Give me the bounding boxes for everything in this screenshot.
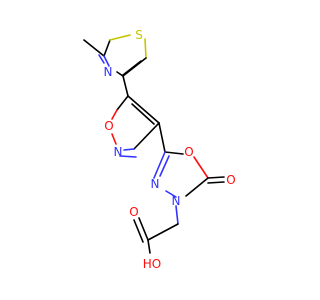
bond-n3-c2-ox-double [159,155,170,177]
bond-n3-c2-ox [153,151,166,179]
atom-o-acid-carbonyl: O [129,205,138,219]
atom-s-thiazole: S [135,28,143,42]
bond-c2-s-left [103,39,111,57]
bond-c5-c4-isox-double [131,103,155,125]
molecule-structure: S N O N O N N O O HO [83,28,236,271]
bond-c5-c4-isox [127,95,160,124]
bond-cooh-o-double [133,219,144,243]
bond-s-c5 [144,38,147,59]
atom-oh-acid: HO [143,257,161,271]
bond-o-isox-partial [111,109,118,120]
bond-c5-o-isox [116,95,129,111]
bond-c4-n [116,71,124,77]
atom-o-oxadiazole: O [184,145,193,159]
bond-cooh-o [138,217,149,241]
bond-n-c3-isox [123,148,135,151]
bond-n-c2 [103,55,110,67]
bond-c5-carbonyl-double [207,181,225,184]
bond-n-c3-isox-double [119,155,137,158]
bond-c5-carbonyl [207,176,225,179]
atom-n-oxadiazole-amide: N [172,194,181,208]
bond-c5-c4-double [122,60,142,76]
bond-n-ch2 [175,205,179,225]
bond-o-n-isox [111,133,117,145]
bond-c2-o-ox [164,151,184,155]
atom-o-carbonyl: O [226,173,235,187]
bond-c2-s-right [109,34,131,41]
bond-isoxazole-oxadiazole [158,122,166,153]
bond-o-c5-ox [193,156,209,179]
bond-thiazole-isoxazole [122,75,129,97]
acetic-acid-chain [133,205,179,254]
atom-n-oxadiazole-imine: N [151,177,160,191]
bond-n-c2-double [98,54,105,64]
atom-n-isoxazole: N [114,145,123,159]
isoxazole-ring [111,95,160,158]
bond-ch2-cooh [147,223,179,241]
bond-n4-n3-ox [165,190,177,198]
bond-cooh-oh [147,239,151,254]
thiazole-ring [83,34,147,77]
bond-methyl-c2 [83,39,105,57]
bond-c4-c3-isox [133,122,160,150]
atom-o-isoxazole: O [104,119,113,133]
bond-c5-n4-ox [185,177,209,197]
molecule-canvas: S N O N O N N O O HO [83,28,236,271]
oxadiazolone-ring [153,151,225,198]
atom-n-thiazole: N [104,65,113,79]
